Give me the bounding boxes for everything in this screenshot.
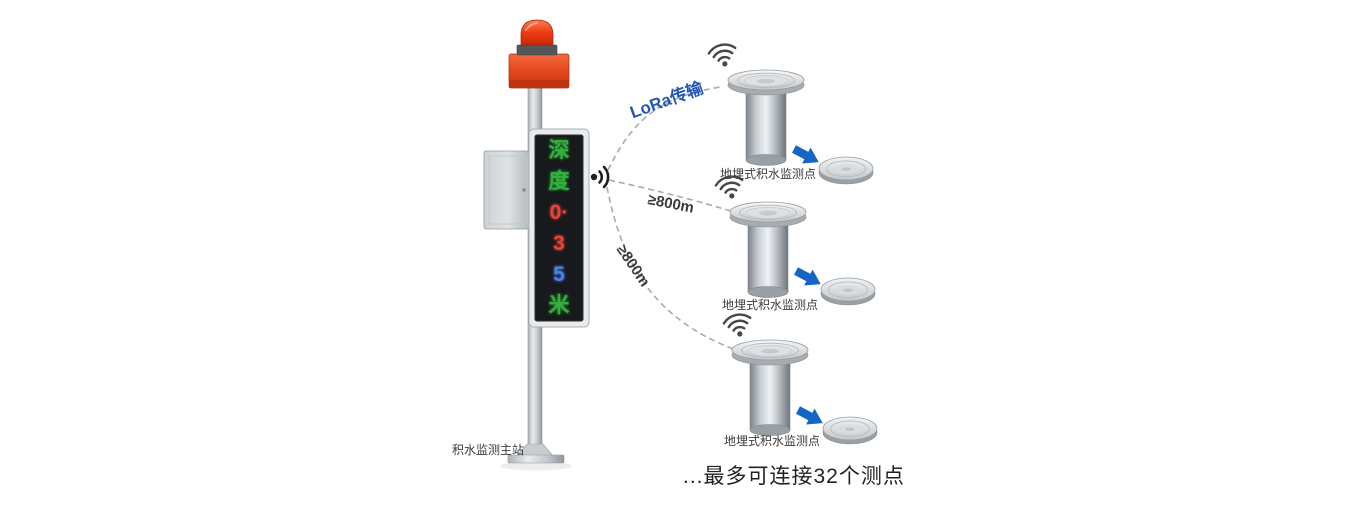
- led-row-1: 深: [548, 139, 570, 162]
- control-box: [483, 150, 533, 230]
- wifi-icon-3: [721, 311, 755, 341]
- main-station-label: 积水监测主站: [452, 443, 525, 457]
- link-curves: [606, 86, 737, 351]
- buried-sensor-1: [727, 69, 805, 166]
- led-row-4: 3: [553, 232, 565, 255]
- link-curve-2: [608, 179, 735, 213]
- buried-sensor-2: [729, 201, 807, 298]
- base-shadow: [500, 461, 572, 471]
- lora-signal-icon: [590, 165, 610, 189]
- led-display-text: 深 度 0· 3 5 米: [535, 135, 583, 321]
- footer-note: ...最多可连接32个测点: [683, 465, 905, 488]
- sensor-label-3: 地埋式积水监测点: [723, 434, 820, 448]
- led-row-3: 0·: [549, 201, 569, 224]
- sensor-label-2: 地埋式积水监测点: [721, 298, 818, 312]
- link-curve-1: [607, 86, 721, 171]
- led-row-6: 米: [548, 294, 570, 317]
- arrow-icon-3: [793, 402, 827, 432]
- wifi-icon-1: [706, 41, 740, 71]
- led-row-2: 度: [548, 170, 570, 193]
- buried-sensor-3: [731, 339, 809, 436]
- led-display-frame: [528, 128, 590, 328]
- arrow-icon-2: [791, 263, 825, 293]
- sensor-label-1: 地埋式积水监测点: [719, 167, 816, 181]
- led-row-5: 5: [553, 263, 565, 286]
- alarm-beacon: [508, 19, 570, 89]
